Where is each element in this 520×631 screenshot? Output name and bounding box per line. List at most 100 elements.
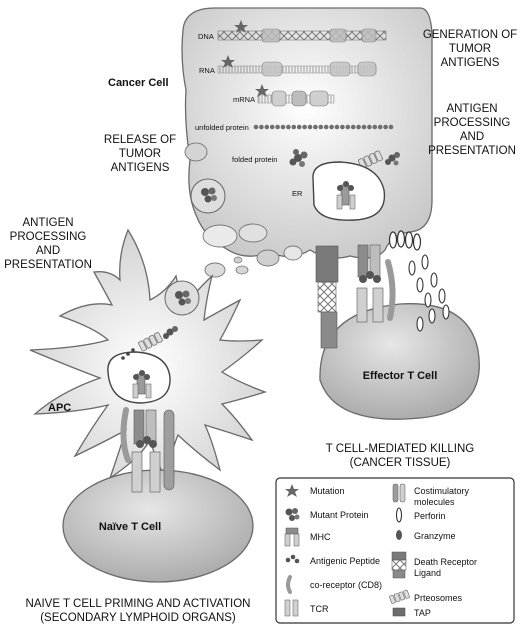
effector-t-cell (319, 303, 480, 420)
effector-t-cell-label: Effector T Cell (363, 370, 438, 382)
svg-text:PROCESSING: PROCESSING (10, 231, 87, 243)
amino-acid-bead (329, 124, 334, 130)
mutant-protein-apc (163, 326, 178, 339)
svg-text:GENERATION OF: GENERATION OF (423, 29, 517, 41)
legend-mutant-protein-icon (285, 508, 300, 521)
legend-perforin: Perforin (414, 511, 446, 521)
folded-protein-label: folded protein (232, 155, 277, 164)
amino-acid-bead (280, 124, 286, 130)
svg-text:NAIVE T CELL PRIMING AND ACTIV: NAIVE T CELL PRIMING AND ACTIVATION (26, 598, 251, 610)
amino-acid-bead (388, 124, 394, 130)
legend-mhc-icon (284, 527, 300, 547)
amino-acid-bead (291, 124, 297, 130)
mutation-star-mrna (255, 84, 269, 97)
mutation-star-dna (234, 20, 248, 33)
processing-left-label: ANTIGEN PROCESSING AND PRESENTATION (4, 217, 92, 271)
amino-acid-bead (296, 124, 302, 130)
legend-death-receptor-1: Death Receptor (414, 557, 477, 567)
mutation-star-rna (221, 55, 235, 68)
er-label: ER (292, 189, 303, 198)
amino-acid-bead (318, 124, 324, 130)
apc-endosome (164, 280, 200, 316)
amino-acid-bead (253, 124, 259, 130)
perforin-pore (388, 230, 422, 251)
amino-acid-bead (372, 124, 378, 130)
legend-costimulatory-1: Costimulatory (414, 486, 470, 496)
svg-text:(SECONDARY LYMPHOID ORGANS): (SECONDARY LYMPHOID ORGANS) (40, 612, 236, 624)
rna-label: RNA (199, 66, 215, 75)
mutant-protein-vesicle (201, 187, 217, 203)
amino-acid-bead (334, 124, 340, 130)
legend-co-receptor: co-receptor (CD8) (310, 580, 382, 590)
svg-text:TUMOR: TUMOR (119, 148, 161, 160)
cancer-cell (181, 7, 433, 259)
amino-acid-bead (264, 124, 270, 130)
legend-granzyme-icon (396, 530, 402, 540)
svg-text:PRESENTATION: PRESENTATION (4, 259, 92, 271)
mrna-strand (257, 90, 335, 107)
legend-tap-icon (392, 607, 406, 617)
mrna-label: mRNA (233, 95, 255, 104)
amino-acid-bead (313, 124, 318, 130)
apc-er (107, 351, 171, 404)
proteasome-apc (138, 332, 163, 352)
amino-acid-bead (367, 124, 372, 130)
amino-acid-bead (345, 124, 351, 130)
svg-text:ANTIGENS: ANTIGENS (441, 57, 500, 69)
folded-protein (289, 149, 308, 167)
legend-death-receptor-2: Ligand (414, 568, 441, 578)
rna-strand (217, 61, 377, 77)
amino-acid-bead (361, 124, 367, 130)
legend-granzyme: Granzyme (414, 531, 456, 541)
amino-acid-bead (356, 124, 361, 130)
unfolded-protein-label: unfolded protein (195, 123, 249, 132)
legend-antigenic-peptide: Antigenic Peptide (310, 556, 380, 566)
naive-t-cell-label: Naïve T Cell (99, 521, 161, 533)
cancer-effector-synapse (356, 244, 396, 323)
amino-acid-bead (286, 124, 291, 130)
priming-label: NAIVE T CELL PRIMING AND ACTIVATION (SEC… (26, 598, 251, 624)
legend-mutation: Mutation (310, 486, 345, 496)
svg-text:TUMOR: TUMOR (449, 43, 491, 55)
processing-right-label: ANTIGEN PROCESSING AND PRESENTATION (428, 103, 516, 157)
legend-tcr: TCR (310, 604, 329, 614)
amino-acid-bead (307, 124, 313, 130)
legend-mutant-protein: Mutant Protein (310, 510, 369, 520)
legend-proteasomes: Prteosomes (414, 593, 463, 603)
legend-death-receptor-icon (391, 551, 407, 579)
amino-acid-bead (340, 124, 345, 130)
svg-text:ANTIGEN: ANTIGEN (22, 217, 73, 229)
amino-acid-bead (377, 124, 383, 130)
apc-naive-synapse (120, 407, 175, 493)
amino-acid-bead (259, 124, 264, 130)
legend-tap: TAP (414, 608, 431, 618)
svg-text:AND: AND (36, 245, 60, 257)
legend-proteasome-icon (389, 589, 410, 604)
legend-co-receptor-icon (286, 575, 292, 594)
amino-acid-bead (302, 124, 307, 130)
endoplasmic-reticulum (312, 161, 386, 221)
svg-text:PRESENTATION: PRESENTATION (428, 145, 516, 157)
peptide-dots-apc (121, 348, 135, 360)
cancer-cell-label: Cancer Cell (108, 77, 169, 89)
legend-mhc: MHC (310, 532, 331, 542)
amino-acid-bead (323, 124, 329, 130)
granzyme-granules (408, 254, 450, 332)
apc-label: APC (48, 402, 71, 414)
dna-strand (217, 28, 387, 43)
legend-tcr-icon (284, 599, 299, 617)
legend-costimulatory-2: molecules (414, 497, 455, 507)
release-label: RELEASE OF TUMOR ANTIGENS (104, 134, 176, 174)
svg-text:(CANCER TISSUE): (CANCER TISSUE) (350, 457, 451, 469)
svg-text:RELEASE OF: RELEASE OF (104, 134, 176, 146)
amino-acid-bead (275, 124, 280, 130)
legend: Mutation Mutant Protein MHC Antigenic Pe… (275, 477, 515, 624)
amino-acid-bead (350, 124, 356, 130)
svg-text:T CELL-MEDIATED KILLING: T CELL-MEDIATED KILLING (326, 443, 475, 455)
legend-perforin-icon (395, 507, 403, 523)
svg-text:ANTIGEN: ANTIGEN (446, 103, 497, 115)
killing-label: T CELL-MEDIATED KILLING (CANCER TISSUE) (326, 443, 475, 469)
svg-text:AND: AND (460, 131, 484, 143)
death-receptor-ligand (315, 245, 339, 349)
svg-text:ANTIGENS: ANTIGENS (111, 162, 170, 174)
